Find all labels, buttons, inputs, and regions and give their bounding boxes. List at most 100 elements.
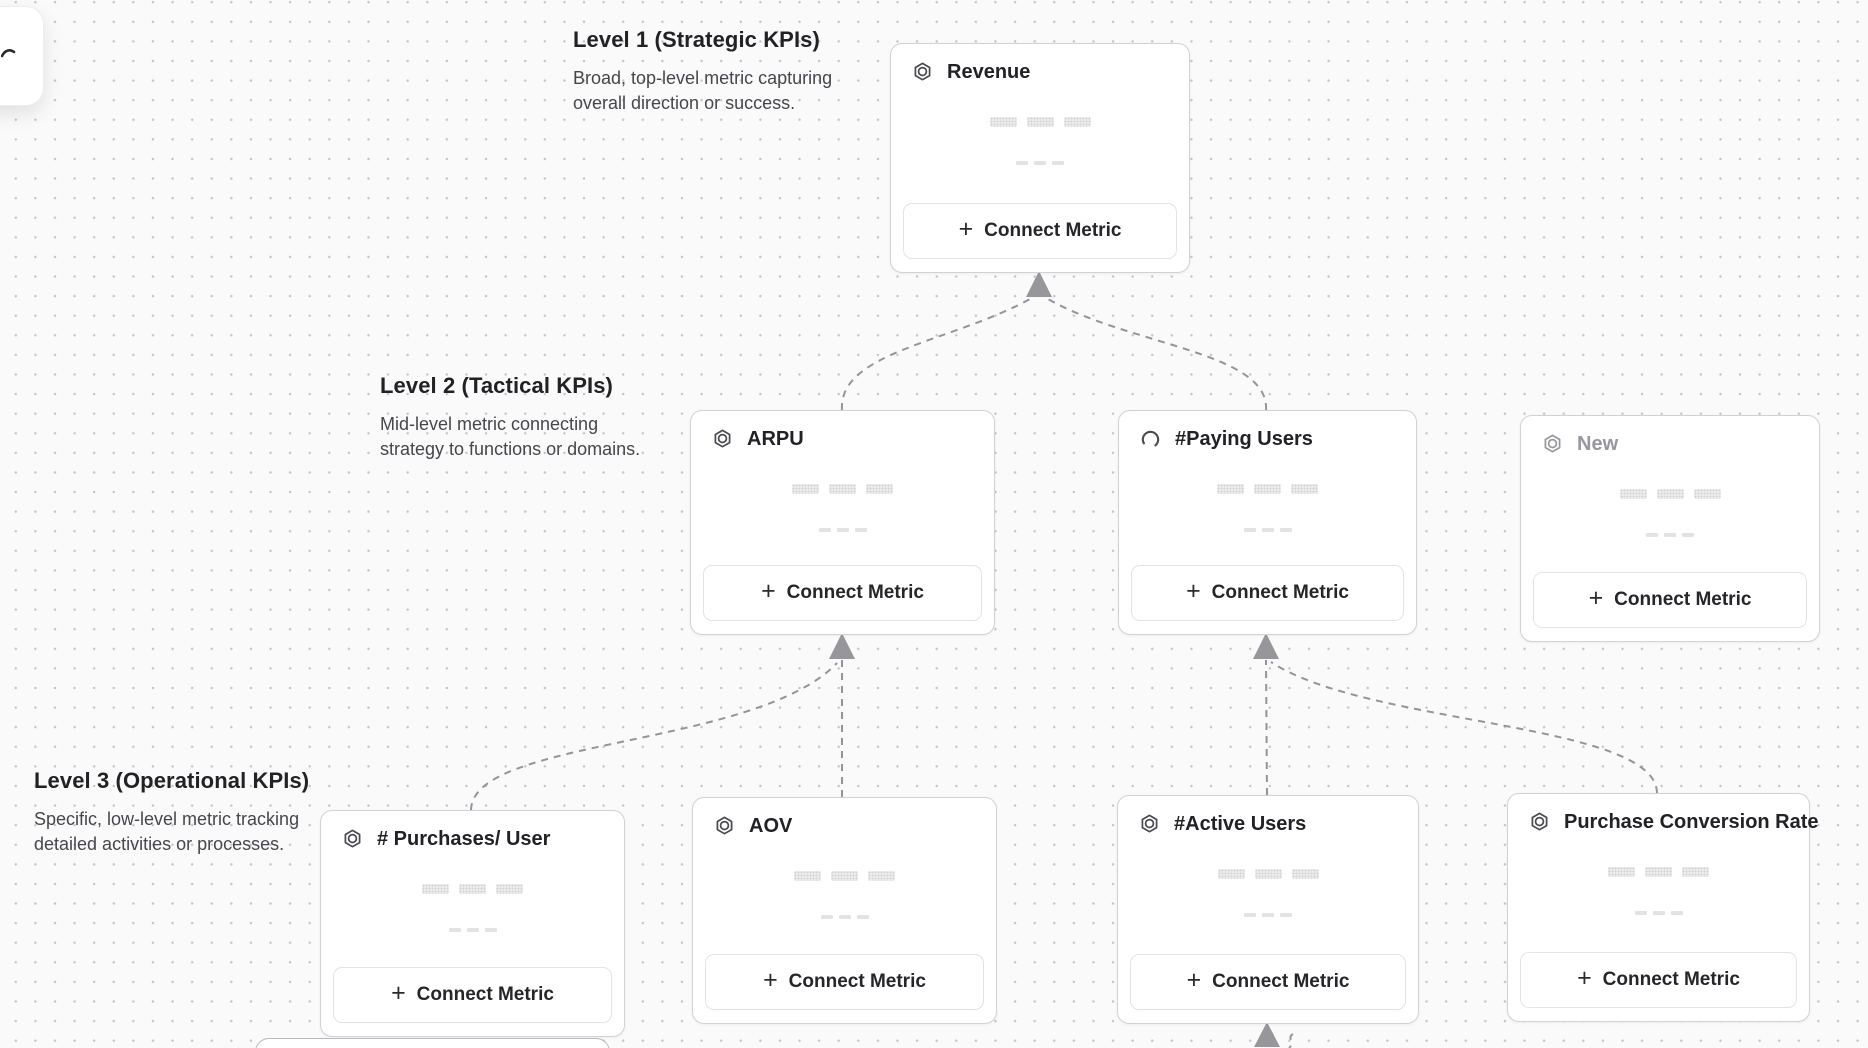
placeholder-bars bbox=[1119, 484, 1416, 494]
connect-metric-button[interactable]: + Connect Metric bbox=[1520, 952, 1797, 1008]
connect-metric-button[interactable]: + Connect Metric bbox=[1533, 572, 1807, 628]
metric-card-purchase-conversion-rate[interactable]: Purchase Conversion Rate + Connect Metri… bbox=[1507, 793, 1819, 1022]
connect-metric-label: Connect Metric bbox=[1211, 582, 1349, 603]
card-header: #Active Users bbox=[1118, 796, 1418, 836]
placeholder-bars bbox=[1508, 867, 1809, 877]
metric-title: Revenue bbox=[947, 60, 1031, 83]
card-header: #Paying Users bbox=[1119, 411, 1416, 451]
placeholder-dashes bbox=[891, 161, 1189, 165]
connect-metric-button[interactable]: + Connect Metric bbox=[1131, 565, 1404, 621]
metric-card-purchases-user[interactable]: # Purchases/ User + Connect Metric bbox=[320, 810, 625, 1037]
plus-icon: + bbox=[763, 966, 778, 994]
level-2-desc-line2: strategy to functions or domains. bbox=[380, 439, 641, 459]
placeholder-bars bbox=[1118, 869, 1418, 879]
edge-activeusers-to-payingusers bbox=[1265, 659, 1268, 796]
level-2-title: Level 2 (Tactical KPIs) bbox=[380, 373, 613, 398]
metric-card-new[interactable]: New + Connect Metric bbox=[1520, 415, 1820, 642]
hexagon-badge-icon bbox=[1527, 810, 1551, 834]
partial-metric-card[interactable] bbox=[255, 1038, 610, 1048]
level-2-desc-line1: Mid-level metric connecting bbox=[380, 414, 599, 434]
edge-payingusers-to-revenue bbox=[1047, 298, 1268, 411]
loading-spinner-icon bbox=[1138, 427, 1162, 451]
floating-toolbar-panel[interactable] bbox=[0, 6, 44, 106]
plus-icon: + bbox=[1186, 966, 1202, 994]
level-1-title: Level 1 (Strategic KPIs) bbox=[573, 27, 820, 52]
placeholder-bars bbox=[693, 871, 996, 881]
cursor-icon bbox=[1, 49, 16, 58]
hexagon-badge-icon bbox=[1540, 432, 1564, 456]
metric-title: #Paying Users bbox=[1175, 427, 1313, 450]
plus-icon: + bbox=[391, 979, 406, 1007]
plus-icon: + bbox=[761, 577, 776, 605]
placeholder-dashes bbox=[691, 528, 994, 532]
level-3-description: Specific, low-level metric tracking deta… bbox=[34, 807, 309, 857]
placeholder-dashes bbox=[1521, 533, 1819, 537]
metric-card-aov[interactable]: AOV + Connect Metric bbox=[692, 797, 997, 1024]
level-3-heading: Level 3 (Operational KPIs) Specific, low… bbox=[34, 768, 309, 857]
placeholder-dashes bbox=[1118, 913, 1418, 917]
metric-card-revenue[interactable]: Revenue + Connect Metric bbox=[890, 43, 1190, 273]
metric-card-arpu[interactable]: ARPU + Connect Metric bbox=[690, 410, 995, 635]
metric-title: AOV bbox=[749, 814, 793, 837]
level-3-title: Level 3 (Operational KPIs) bbox=[34, 768, 310, 793]
connect-metric-button[interactable]: + Connect Metric bbox=[903, 203, 1177, 259]
card-header: Purchase Conversion Rate bbox=[1508, 794, 1819, 834]
level-1-desc-line2: overall direction or success. bbox=[573, 93, 796, 113]
connect-metric-label: Connect Metric bbox=[1602, 969, 1740, 990]
placeholder-dashes bbox=[1508, 911, 1809, 915]
edge-offscreen-child-stub bbox=[1288, 1033, 1294, 1048]
hexagon-badge-icon bbox=[712, 814, 736, 838]
connect-metric-button[interactable]: + Connect Metric bbox=[1130, 954, 1406, 1010]
level-3-desc-line1: Specific, low-level metric tracking bbox=[34, 809, 300, 829]
metric-title: Purchase Conversion Rate bbox=[1564, 810, 1819, 833]
edge-pcr-to-payingusers bbox=[1270, 661, 1658, 794]
hexagon-badge-icon bbox=[1137, 812, 1161, 836]
connect-metric-button[interactable]: + Connect Metric bbox=[333, 967, 612, 1023]
level-2-description: Mid-level metric connecting strategy to … bbox=[380, 412, 640, 462]
connect-metric-label: Connect Metric bbox=[786, 582, 924, 603]
metric-title: New bbox=[1577, 432, 1619, 455]
plus-icon: + bbox=[1186, 577, 1201, 605]
placeholder-bars bbox=[1521, 489, 1819, 499]
card-header: AOV bbox=[693, 798, 996, 838]
arrowhead-into-revenue bbox=[1026, 271, 1052, 297]
plus-icon: + bbox=[1577, 964, 1592, 992]
metric-card-paying-users[interactable]: #Paying Users + Connect Metric bbox=[1118, 410, 1417, 635]
connect-metric-label: Connect Metric bbox=[788, 971, 926, 992]
placeholder-dashes bbox=[693, 915, 996, 919]
level-1-description: Broad, top-level metric capturing overal… bbox=[573, 66, 832, 116]
level-3-desc-line2: detailed activities or processes. bbox=[34, 834, 285, 854]
connect-metric-label: Connect Metric bbox=[1614, 589, 1752, 610]
connect-metric-button[interactable]: + Connect Metric bbox=[703, 565, 982, 621]
hexagon-badge-icon bbox=[710, 427, 734, 451]
connect-metric-label: Connect Metric bbox=[984, 220, 1122, 241]
card-header: New bbox=[1521, 416, 1819, 456]
metric-title: #Active Users bbox=[1174, 812, 1307, 835]
card-header: ARPU bbox=[691, 411, 994, 451]
arrowhead-into-payingusers bbox=[1253, 633, 1279, 659]
edge-purchasesuser-to-arpu bbox=[470, 662, 838, 811]
card-header: # Purchases/ User bbox=[321, 811, 624, 851]
level-1-desc-line1: Broad, top-level metric capturing bbox=[573, 68, 833, 88]
connect-metric-label: Connect Metric bbox=[1212, 971, 1350, 992]
arrowhead-into-arpu bbox=[829, 633, 855, 659]
placeholder-bars bbox=[321, 884, 624, 894]
placeholder-dashes bbox=[321, 928, 624, 932]
placeholder-bars bbox=[891, 117, 1189, 127]
hexagon-badge-icon bbox=[910, 60, 934, 84]
level-1-heading: Level 1 (Strategic KPIs) Broad, top-leve… bbox=[573, 27, 832, 116]
card-header: Revenue bbox=[891, 44, 1189, 84]
metric-title: ARPU bbox=[747, 427, 804, 450]
edge-arpu-to-revenue bbox=[840, 298, 1031, 411]
placeholder-bars bbox=[691, 484, 994, 494]
level-2-heading: Level 2 (Tactical KPIs) Mid-level metric… bbox=[380, 373, 640, 462]
placeholder-dashes bbox=[1119, 528, 1416, 532]
connect-metric-button[interactable]: + Connect Metric bbox=[705, 954, 984, 1010]
connect-metric-label: Connect Metric bbox=[416, 984, 554, 1005]
plus-icon: + bbox=[958, 215, 974, 243]
metric-card-active-users[interactable]: #Active Users + Connect Metric bbox=[1117, 795, 1419, 1024]
plus-icon: + bbox=[1588, 584, 1604, 612]
arrowhead-into-activeusers bbox=[1254, 1022, 1280, 1047]
metric-title: # Purchases/ User bbox=[377, 827, 551, 850]
